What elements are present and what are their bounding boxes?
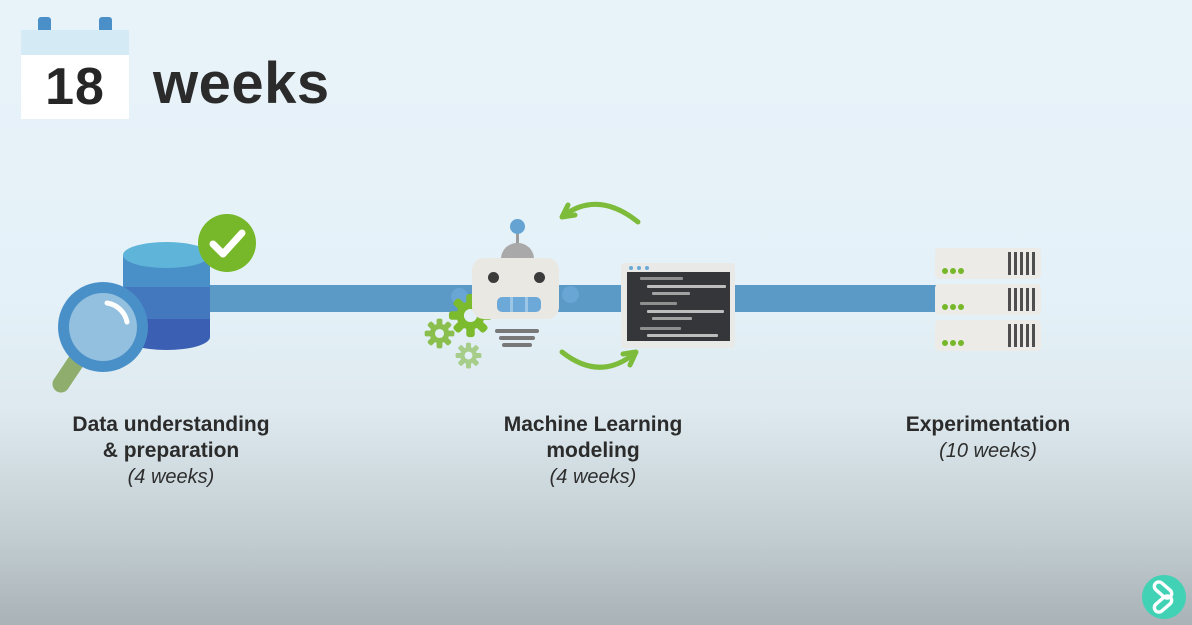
server-vent <box>1008 324 1011 347</box>
server-vent <box>1008 252 1011 275</box>
server-vent <box>1026 252 1029 275</box>
code-line <box>640 327 681 330</box>
server-vent <box>1032 252 1035 275</box>
window-dot <box>637 266 641 270</box>
server-unit <box>935 248 1041 279</box>
code-line <box>640 277 683 280</box>
server-unit <box>935 284 1041 315</box>
check-icon <box>209 229 246 258</box>
server-vent <box>1026 288 1029 311</box>
server-vent <box>1020 288 1023 311</box>
phase-name: Data understanding & preparation <box>72 413 270 462</box>
calendar-header-band <box>21 30 129 55</box>
robot-antenna-ball <box>510 219 525 234</box>
server-unit <box>935 320 1041 351</box>
server-led <box>942 340 948 346</box>
server-vent <box>1014 324 1017 347</box>
code-line <box>647 285 726 288</box>
calendar-card: 18 <box>21 30 129 119</box>
server-vent <box>1032 324 1035 347</box>
gear-small-icon <box>455 342 482 369</box>
window-dot <box>629 266 633 270</box>
robot-antenna <box>516 229 519 244</box>
server-vent <box>1014 252 1017 275</box>
magnifier-icon <box>40 270 165 400</box>
code-line <box>640 302 677 305</box>
server-led <box>950 340 956 346</box>
server-led <box>942 304 948 310</box>
server-led <box>950 268 956 274</box>
phase-label-ml-modeling: Machine Learning modeling (4 weeks) <box>462 412 724 490</box>
gear-large-icon <box>448 293 493 338</box>
phase-duration: (10 weeks) <box>939 440 1037 462</box>
server-led <box>950 304 956 310</box>
brand-logo-glyph <box>1152 580 1174 614</box>
calendar-icon: 18 <box>21 17 129 119</box>
server-stack-icon <box>935 248 1041 356</box>
server-vent <box>1026 324 1029 347</box>
phase-name: Machine Learning modeling <box>503 413 683 462</box>
server-led <box>958 268 964 274</box>
server-vent <box>1008 288 1011 311</box>
code-line <box>652 317 692 320</box>
robot-mouth <box>497 297 541 312</box>
code-line <box>647 310 724 313</box>
server-led <box>958 304 964 310</box>
page-title-weeks: weeks <box>153 51 330 116</box>
robot-ear-right <box>562 286 579 303</box>
check-badge-icon <box>198 214 256 272</box>
database-top <box>123 242 210 268</box>
code-line <box>647 334 718 337</box>
cycle-arrow-top-icon <box>550 188 650 233</box>
phase-duration: (4 weeks) <box>549 466 637 488</box>
server-vent <box>1020 252 1023 275</box>
cycle-arrow-bottom-icon <box>550 340 650 385</box>
robot-base-line <box>499 336 535 340</box>
phase-label-experimentation: Experimentation (10 weeks) <box>857 412 1119 464</box>
robot-eye-left <box>488 272 499 283</box>
phase-label-data-preparation: Data understanding & preparation (4 week… <box>40 412 302 490</box>
server-led <box>958 340 964 346</box>
server-led <box>942 268 948 274</box>
brand-logo <box>1142 575 1186 619</box>
server-vent <box>1032 288 1035 311</box>
code-line <box>652 292 690 295</box>
server-vent <box>1020 324 1023 347</box>
code-editor-area <box>627 272 730 341</box>
calendar-day-number: 18 <box>45 58 105 116</box>
phase-duration: (4 weeks) <box>127 466 215 488</box>
server-vent <box>1014 288 1017 311</box>
robot-dome <box>501 243 534 259</box>
gear-medium-icon <box>424 318 455 349</box>
code-window-icon <box>621 263 735 348</box>
phase-name: Experimentation <box>905 413 1071 436</box>
robot-base-line <box>495 329 539 333</box>
robot-eye-right <box>534 272 545 283</box>
robot-base-line <box>502 343 532 347</box>
window-dot <box>645 266 649 270</box>
